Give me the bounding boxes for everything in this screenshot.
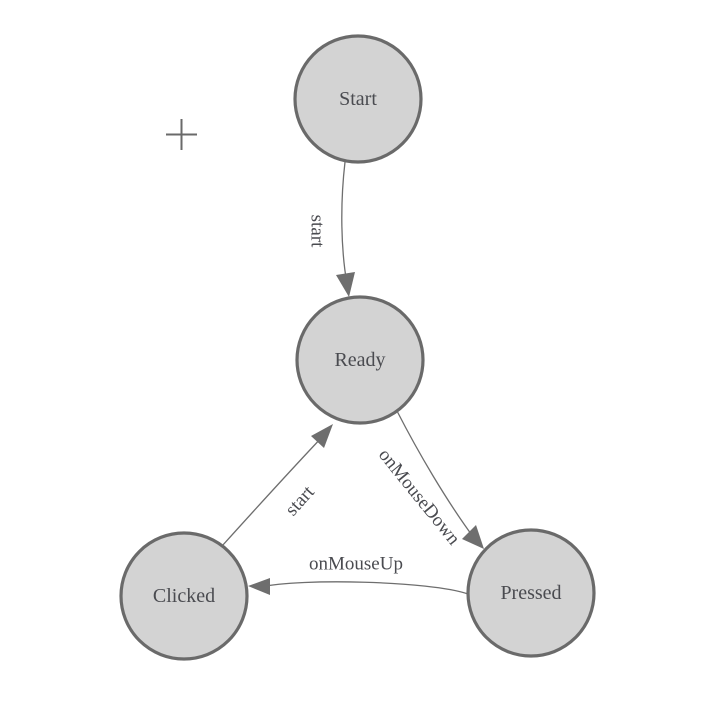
- node-clicked[interactable]: Clicked: [119, 531, 249, 661]
- edge-path[interactable]: [260, 581, 469, 595]
- edge-label-start: start: [281, 481, 319, 520]
- state-circle[interactable]: [119, 531, 249, 661]
- node-ready[interactable]: Ready: [295, 295, 425, 425]
- edge-label-start: start: [307, 215, 328, 248]
- node-label: Ready: [334, 349, 385, 371]
- edge-label-onmouseup: onMouseUp: [309, 554, 403, 575]
- edge-pressed-to-clicked[interactable]: onMouseUp: [248, 554, 469, 596]
- arrowhead-icon: [462, 525, 484, 549]
- node-label: Start: [339, 88, 377, 110]
- state-circle[interactable]: [295, 295, 425, 425]
- edge-path[interactable]: [341, 161, 348, 285]
- edge-start-to-ready[interactable]: start: [307, 161, 356, 297]
- state-circle[interactable]: [466, 528, 596, 658]
- edge-path[interactable]: [221, 434, 325, 547]
- node-label: Clicked: [153, 585, 215, 607]
- edge-ready-to-pressed[interactable]: onMouseDown: [374, 410, 484, 550]
- edge-path[interactable]: [396, 410, 475, 539]
- edge-clicked-to-ready[interactable]: start: [221, 424, 333, 547]
- edge-label-onmousedown: onMouseDown: [374, 445, 464, 550]
- arrowhead-icon: [248, 578, 270, 595]
- state-circle[interactable]: [293, 34, 423, 164]
- node-label: Pressed: [500, 582, 561, 604]
- node-pressed[interactable]: Pressed: [466, 528, 596, 658]
- arrowhead-icon: [311, 424, 333, 448]
- plus-crosshair-icon: [166, 119, 197, 150]
- node-start[interactable]: Start: [293, 34, 423, 164]
- arrowhead-icon: [336, 272, 355, 297]
